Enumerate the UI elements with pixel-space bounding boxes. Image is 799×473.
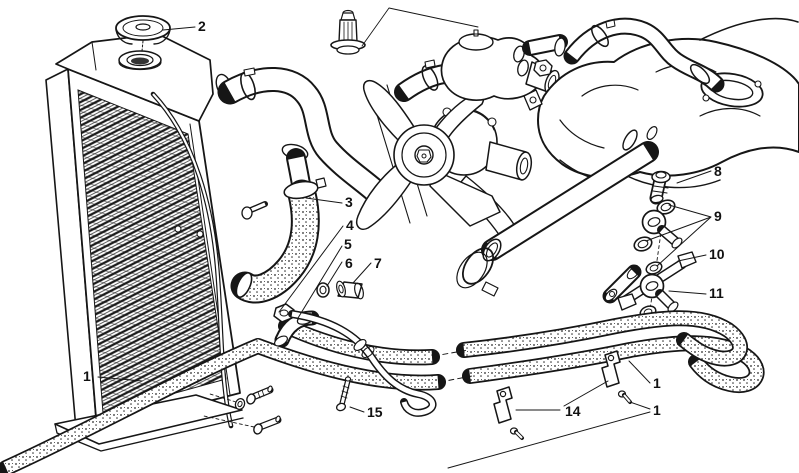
callout-15-stud: 15 xyxy=(367,404,383,420)
washer-fitting-drawing xyxy=(316,280,364,300)
radiator-drawing xyxy=(45,33,268,452)
callout-11-banjo: 11 xyxy=(709,285,724,301)
union-parts-cluster-drawing xyxy=(602,170,697,319)
callout-10-pipe: 10 xyxy=(709,246,725,262)
callout-14-brackets: 14 xyxy=(565,403,581,419)
thermostat-drawing xyxy=(330,7,479,55)
water-pipe-drawing xyxy=(273,303,437,417)
intake-manifold-drawing xyxy=(523,17,799,189)
callout-3-lower-hose: 3 xyxy=(345,194,353,210)
callout-7-connector: 7 xyxy=(374,255,382,271)
callout-1-bracket-upper: 1 xyxy=(653,375,661,391)
lower-hose-drawing xyxy=(230,143,327,304)
heater-pipe-drawing xyxy=(456,126,659,297)
heater-hoses-drawing xyxy=(0,310,765,473)
upper-right-fittings-drawing xyxy=(513,17,725,93)
callout-5-pipe-fitting: 5 xyxy=(344,236,352,252)
callout-4-water-pipe: 4 xyxy=(346,217,354,233)
clamp-brackets-drawing xyxy=(493,350,632,440)
upper-hose-drawing xyxy=(215,67,387,203)
radiator-cap-drawing xyxy=(115,15,171,52)
callout-leader-lines xyxy=(97,26,712,469)
water-pump-fan-drawing xyxy=(356,79,533,237)
callout-1-radiator: 1 xyxy=(83,368,91,384)
mounting-bolts-drawing xyxy=(203,385,282,435)
callout-6-washer: 6 xyxy=(345,255,353,271)
callout-2-radiator-cap: 2 xyxy=(198,18,206,34)
stud-15-drawing xyxy=(335,376,352,412)
callout-1-bracket-lower: 1 xyxy=(653,402,661,418)
callout-8-plug-bolt: 8 xyxy=(714,163,722,179)
callout-9-washers: 9 xyxy=(714,208,722,224)
